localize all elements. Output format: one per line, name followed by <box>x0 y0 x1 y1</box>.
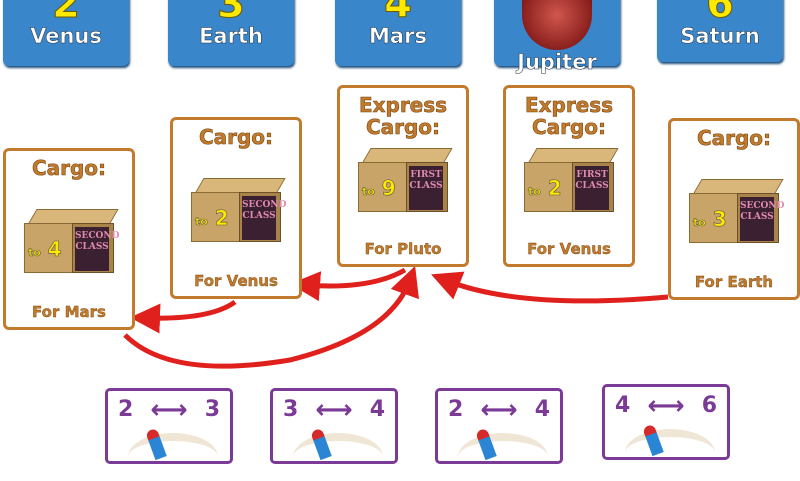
route-to: 4 <box>534 397 550 422</box>
planet-number: 4 <box>384 0 413 27</box>
route-from: 2 <box>118 397 134 422</box>
route-from: 3 <box>283 397 299 422</box>
planet-number: 6 <box>706 0 735 27</box>
cargo-destination: For Venus <box>194 272 278 290</box>
planet-name: Earth <box>199 24 263 49</box>
planet-card-jupiter[interactable]: Jupiter <box>494 0 620 74</box>
route-card-4-6[interactable]: 4 ⟷ 6 <box>602 384 730 460</box>
route-from: 2 <box>448 397 464 422</box>
route-card-3-4[interactable]: 3 ⟷ 4 <box>270 388 398 464</box>
cargo-title: Cargo: <box>696 126 772 150</box>
arrow-venus-to-mars <box>130 299 237 334</box>
route-card-2-3[interactable]: 2 ⟷ 3 <box>105 388 233 464</box>
cargo-destination: For Venus <box>527 240 611 258</box>
cargo-destination: For Earth <box>694 273 774 291</box>
cargo-title: Cargo: <box>31 156 107 180</box>
route-from: 4 <box>615 393 631 418</box>
arrow-mars-to-pluto <box>123 265 419 369</box>
planet-name: Mars <box>369 24 427 49</box>
double-arrow-icon: ⟷ <box>647 390 685 421</box>
cargo-destination: For Pluto <box>364 240 442 258</box>
planet-name: Saturn <box>680 24 760 49</box>
cargo-destination: For Mars <box>32 303 106 321</box>
route-to: 4 <box>369 397 385 422</box>
planet-number: 2 <box>52 0 81 27</box>
route-card-2-4[interactable]: 2 ⟷ 4 <box>435 388 563 464</box>
arrow-pluto-to-venus <box>290 267 407 302</box>
planet-name: Jupiter <box>517 50 597 75</box>
double-arrow-icon: ⟷ <box>480 394 518 425</box>
double-arrow-icon: ⟷ <box>315 394 353 425</box>
cargo-title: Express Cargo: <box>524 93 614 139</box>
route-to: 3 <box>204 397 220 422</box>
double-arrow-icon: ⟷ <box>150 394 188 425</box>
planet-number: 3 <box>217 0 246 27</box>
cargo-title: Cargo: <box>198 125 274 149</box>
delivery-arrows <box>123 265 669 369</box>
planet-name: Venus <box>30 24 102 49</box>
cargo-title: Express Cargo: <box>358 93 448 139</box>
route-to: 6 <box>701 393 717 418</box>
arrow-earth-to-pluto <box>431 271 669 304</box>
